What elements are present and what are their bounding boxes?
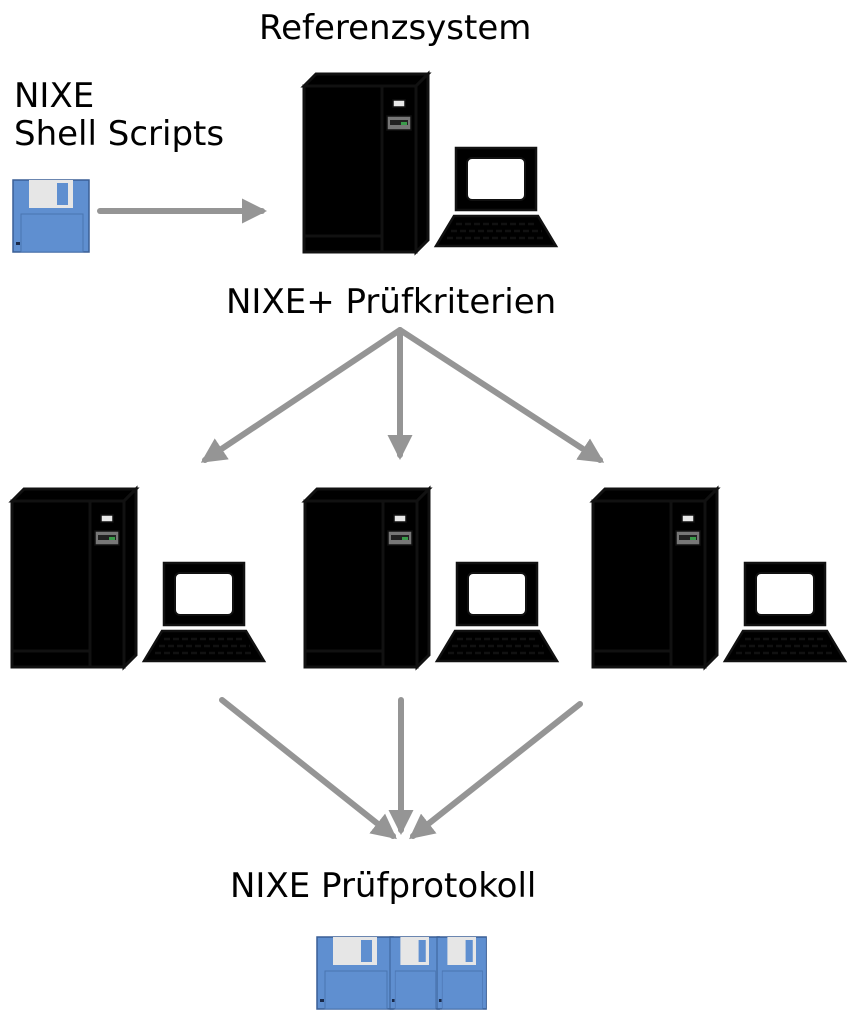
criteria-label: NIXE+ Prüfkriterien [226,282,557,322]
scripts-label-line1: NIXE [14,76,95,116]
scripts-label-line2: Shell Scripts [14,114,225,154]
arrow-target-3-to-protocol [409,701,583,840]
target-server-workstation-icon-2 [303,487,559,669]
arrow-criteria-to-target-3 [397,327,605,463]
protocol-label: NIXE Prüfprotokoll [230,866,537,906]
floppy-disk-icon [12,179,90,253]
target-server-workstation-icon-1 [10,487,266,669]
reference-server-workstation-icon [302,72,558,254]
arrow-criteria-to-target-1 [200,327,403,463]
reference-system-label: Referenzsystem [259,8,532,48]
arrow-target-1-to-protocol [219,697,397,840]
target-server-workstation-icon-3 [591,487,847,669]
floppy-disk-stack-icon [316,936,488,1010]
